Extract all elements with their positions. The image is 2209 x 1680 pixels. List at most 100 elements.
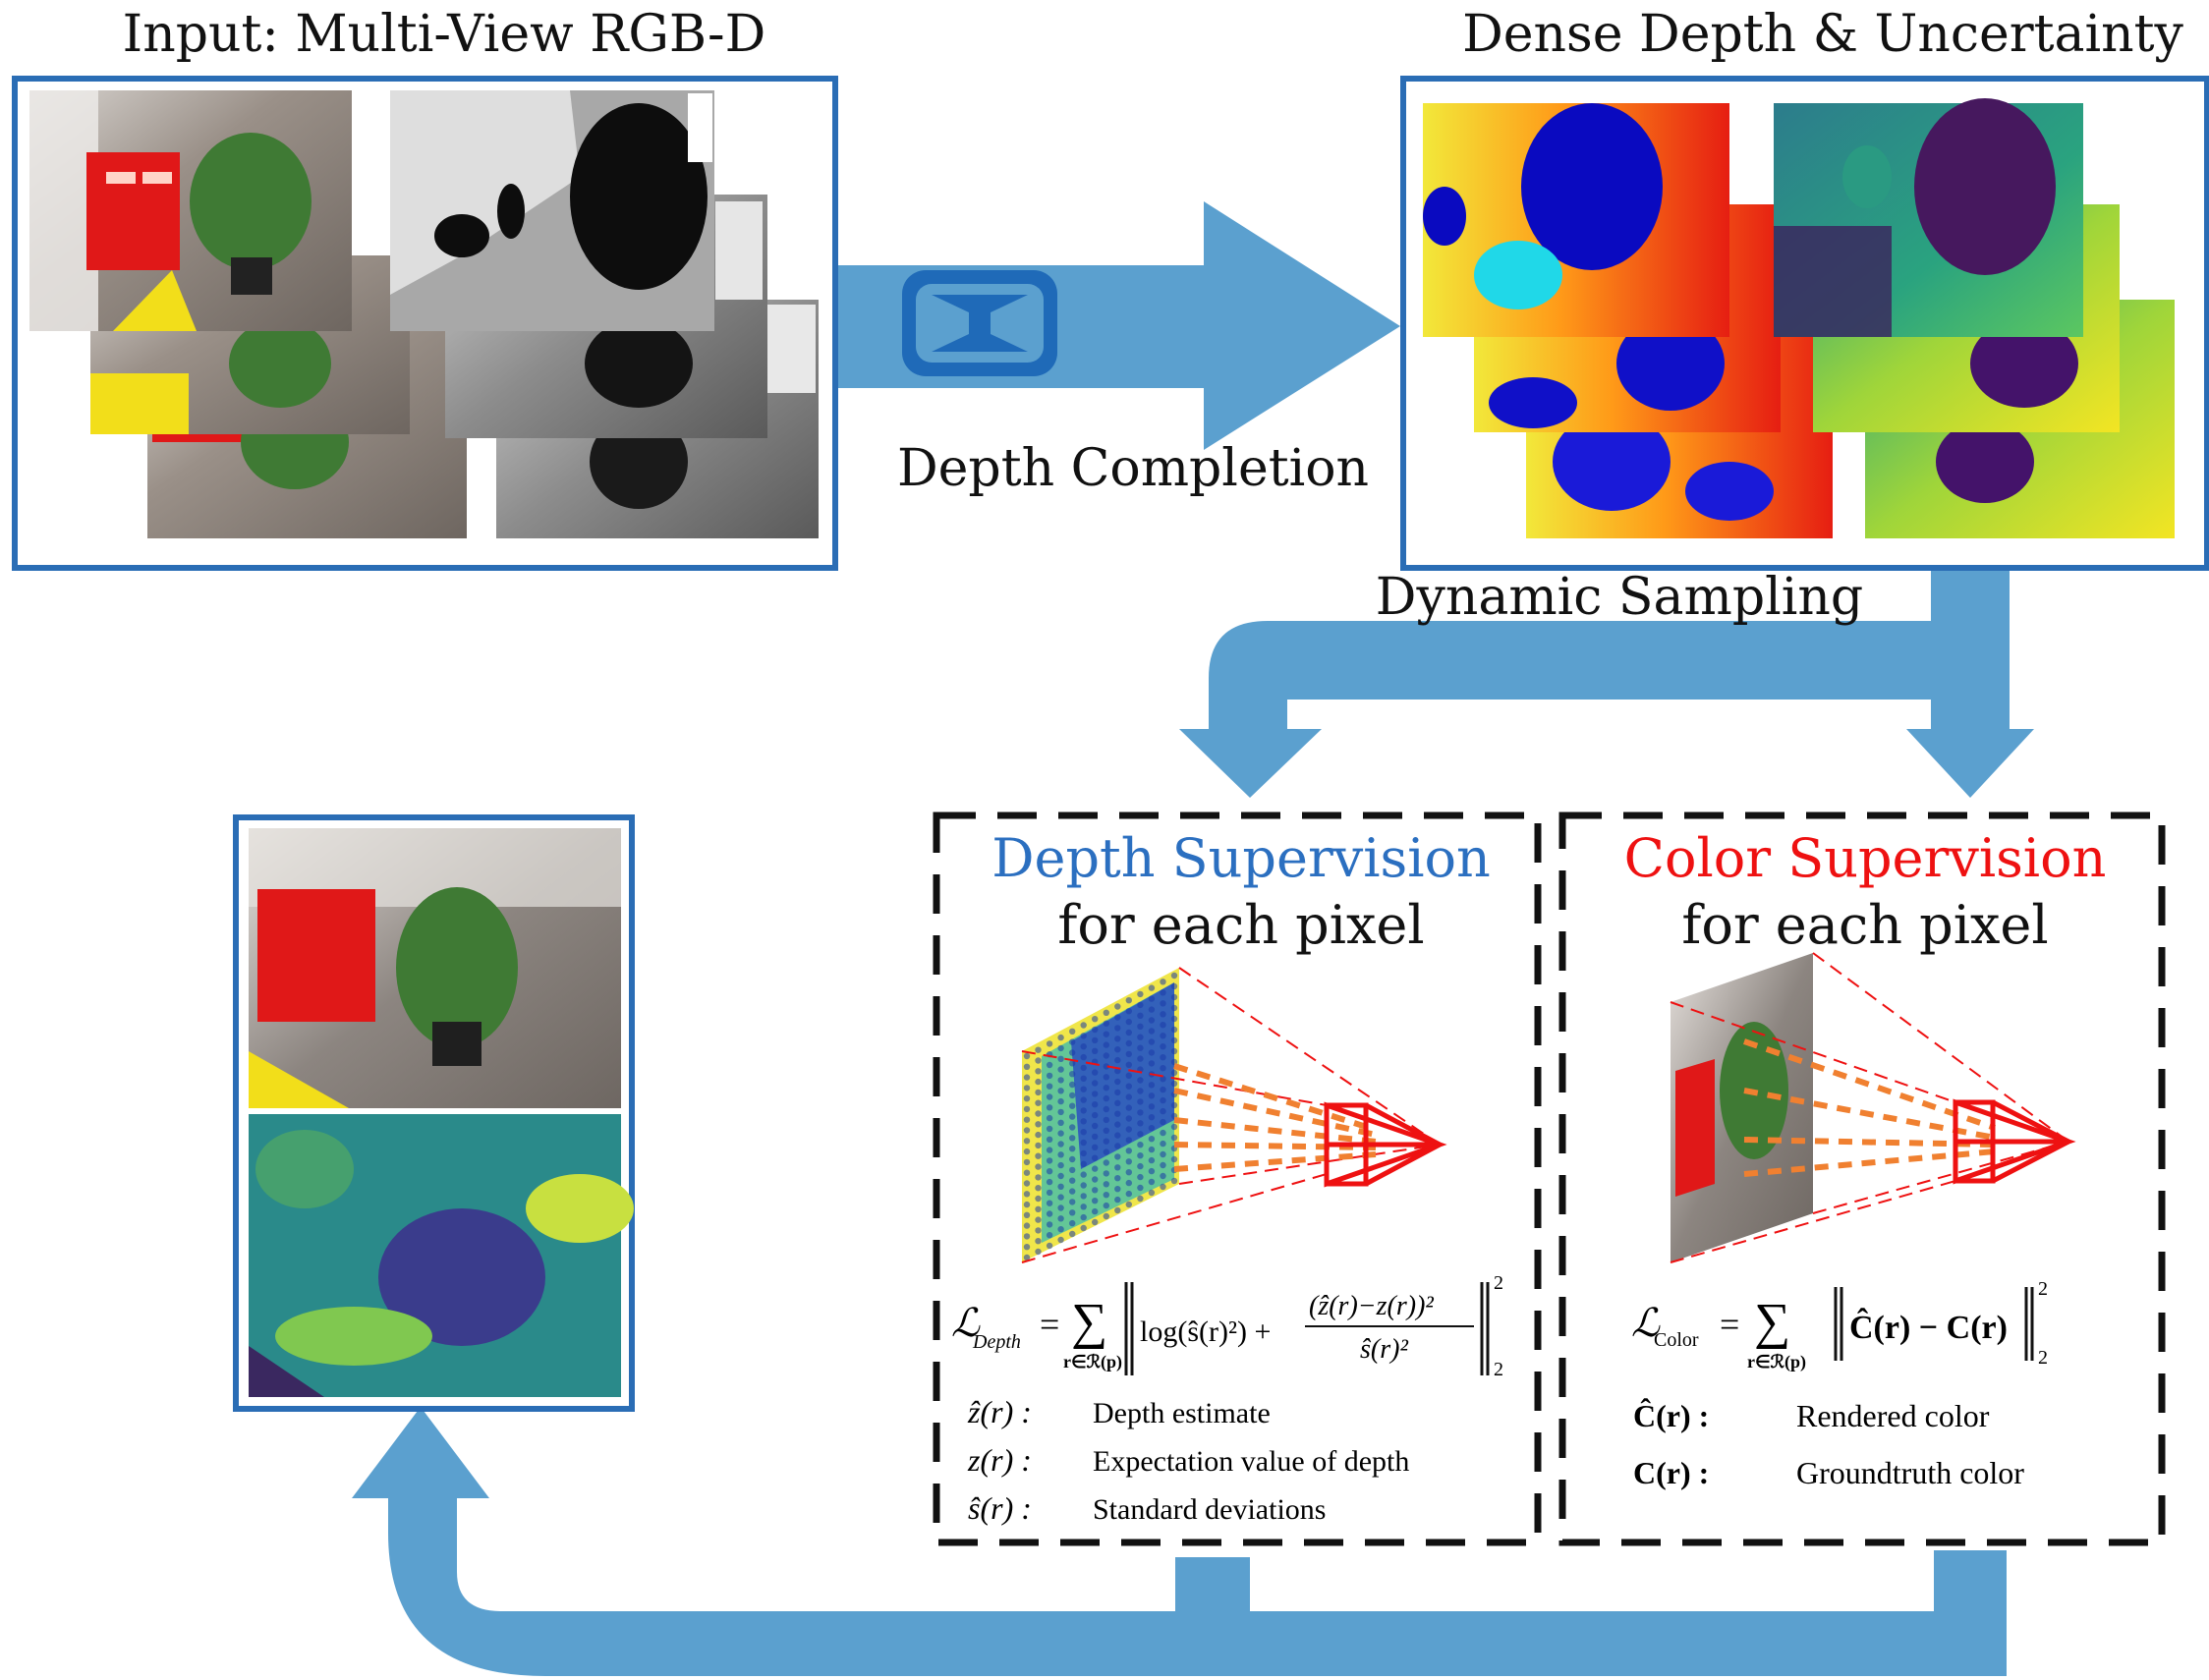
depth-sample-dot: [1148, 1082, 1156, 1089]
dynamic-sampling-label: Dynamic Sampling: [1376, 568, 1863, 627]
depth-sample-dot: [1057, 1236, 1064, 1244]
depth-sample-dot: [1103, 1020, 1110, 1027]
depth-sample-dot: [1023, 1180, 1031, 1187]
depth-sample-dot: [1035, 1068, 1042, 1075]
depth-sample-dot: [1023, 1211, 1031, 1219]
depth-sample-dot: [1125, 1158, 1133, 1165]
depth-sample-dot: [1148, 1060, 1156, 1067]
depth-sample-dot: [1160, 1076, 1166, 1083]
depth-sample-dot: [1092, 1207, 1099, 1215]
depth-sample-dot: [1137, 1131, 1144, 1138]
depth-sample-dot: [1125, 1093, 1133, 1100]
depth-sample-dot: [1057, 1226, 1064, 1233]
depth-sample-dot: [1023, 1169, 1031, 1176]
depth-sample-dot: [1103, 1116, 1110, 1124]
depth-sample-dot: [1023, 1254, 1031, 1261]
input-title: Input: Multi-View RGB-D: [123, 5, 766, 64]
depth-sample-dot: [1125, 1072, 1133, 1080]
depth-sample-dot: [1137, 1152, 1144, 1159]
depth-grid-dots: [1023, 972, 1178, 1261]
depth-sample-dot: [1160, 1172, 1166, 1180]
depth-sample-dot: [1114, 1056, 1121, 1064]
depth-sample-dot: [1057, 1161, 1064, 1169]
depth-sample-dot: [1080, 1053, 1087, 1061]
depth-sample-dot: [1092, 1122, 1099, 1130]
depth-dot-image: [1022, 968, 1179, 1262]
depth-sample-dot: [1023, 1052, 1031, 1060]
depth-denominator: ŝ(r)²: [1360, 1334, 1408, 1365]
depth-sample-dot: [1046, 1200, 1053, 1206]
depth-sample-dot: [1170, 1004, 1178, 1012]
depth-sample-dot: [1160, 1161, 1166, 1169]
depth-sample-dot: [1069, 1177, 1076, 1184]
depth-sample-dot: [1092, 1091, 1099, 1097]
depth-sample-dot: [1035, 1216, 1042, 1223]
dense-panel: [1400, 76, 2209, 571]
depth-sample-dot: [1125, 1115, 1133, 1122]
depth-sample-dot: [1092, 1144, 1099, 1151]
depth-sample-dot: [1080, 1096, 1087, 1103]
depth-sample-dot: [1114, 1206, 1121, 1214]
depth-sample-dot: [1092, 1133, 1099, 1141]
depth-sample-dot: [1160, 1129, 1166, 1137]
depth-sample-dot: [1103, 1159, 1110, 1166]
depth-sample-dot: [1069, 1219, 1076, 1227]
depth-sample-dot: [1103, 1212, 1110, 1220]
depth-sample-dot: [1103, 1009, 1110, 1017]
depth-sample-dot: [1103, 1031, 1110, 1037]
depth-sample-dot: [1023, 1244, 1031, 1251]
depth-sample-dot: [1046, 1221, 1053, 1228]
depth-sample-dot: [1103, 1074, 1110, 1081]
depth-sample-dot: [1023, 1191, 1031, 1198]
depth-sample-dot: [1125, 1201, 1133, 1208]
depth-sample-dot: [1148, 984, 1156, 991]
color-supervision-subheading: for each pixel: [1681, 894, 2048, 956]
color-sum: ∑: [1754, 1294, 1790, 1350]
color-definitions: Ĉ(r) : Rendered color C(r) : Groundtruth…: [1633, 1398, 2024, 1490]
depth-sample-dot: [1170, 993, 1178, 1001]
depth-sample-dot: [1125, 1050, 1133, 1058]
depth-sample-dot: [1160, 1096, 1166, 1104]
depth-sample-dot: [1069, 1038, 1076, 1045]
depth-sample-dot: [1170, 1155, 1178, 1163]
depth-sample-dot: [1069, 1199, 1076, 1205]
depth-sample-dot: [1046, 1114, 1053, 1122]
depth-sample-dot: [1114, 1089, 1121, 1096]
depth-sample-dot: [1046, 1104, 1053, 1111]
depth-sample-dot: [1069, 1230, 1076, 1238]
depth-sample-dot: [1035, 1099, 1042, 1106]
depth-sample-dot: [1170, 1101, 1178, 1109]
depth-sample-dot: [1148, 1017, 1156, 1024]
depth-sample-dot: [1148, 1028, 1156, 1035]
feedback-arrow: [352, 1407, 2007, 1676]
depth-sample-dot: [1046, 1083, 1053, 1090]
depth-numerator: (ẑ(r)−z(r))²: [1309, 1291, 1434, 1321]
depth-sample-dot: [1137, 1120, 1144, 1127]
depth-sample-dot: [1170, 1080, 1178, 1088]
depth-def-desc-0: Depth estimate: [1093, 1397, 1271, 1429]
depth-sample-dot: [1046, 1168, 1053, 1175]
depth-sample-dot: [1092, 1176, 1099, 1183]
depth-sample-dot: [1125, 1190, 1133, 1198]
depth-sample-dot: [1160, 1011, 1166, 1018]
depth-sample-dot: [1114, 1036, 1121, 1042]
depth-sample-dot: [1170, 972, 1178, 980]
depth-sample-dot: [1092, 1198, 1099, 1204]
depth-sample-dot: [1069, 1049, 1076, 1056]
depth-sample-dot: [1092, 1187, 1099, 1194]
depth-sample-dot: [1069, 1135, 1076, 1142]
depth-sample-dot: [1160, 1107, 1166, 1115]
depth-sample-dot: [1035, 1163, 1042, 1170]
depth-sum: ∑: [1071, 1294, 1107, 1350]
depth-sample-dot: [1057, 1183, 1064, 1191]
depth-sample-dot: [1103, 1085, 1110, 1092]
color-def-desc-0: Rendered color: [1796, 1398, 1990, 1433]
depth-sample-dot: [1092, 1165, 1099, 1172]
color-loss-symbol: ℒ: [1631, 1301, 1661, 1345]
depth-sample-dot: [1160, 1118, 1166, 1126]
depth-sample-dot: [1103, 1170, 1110, 1177]
depth-sample-dot: [1137, 1055, 1144, 1062]
depth-sample-dot: [1148, 1103, 1156, 1110]
depth-sample-dot: [1080, 1139, 1087, 1147]
